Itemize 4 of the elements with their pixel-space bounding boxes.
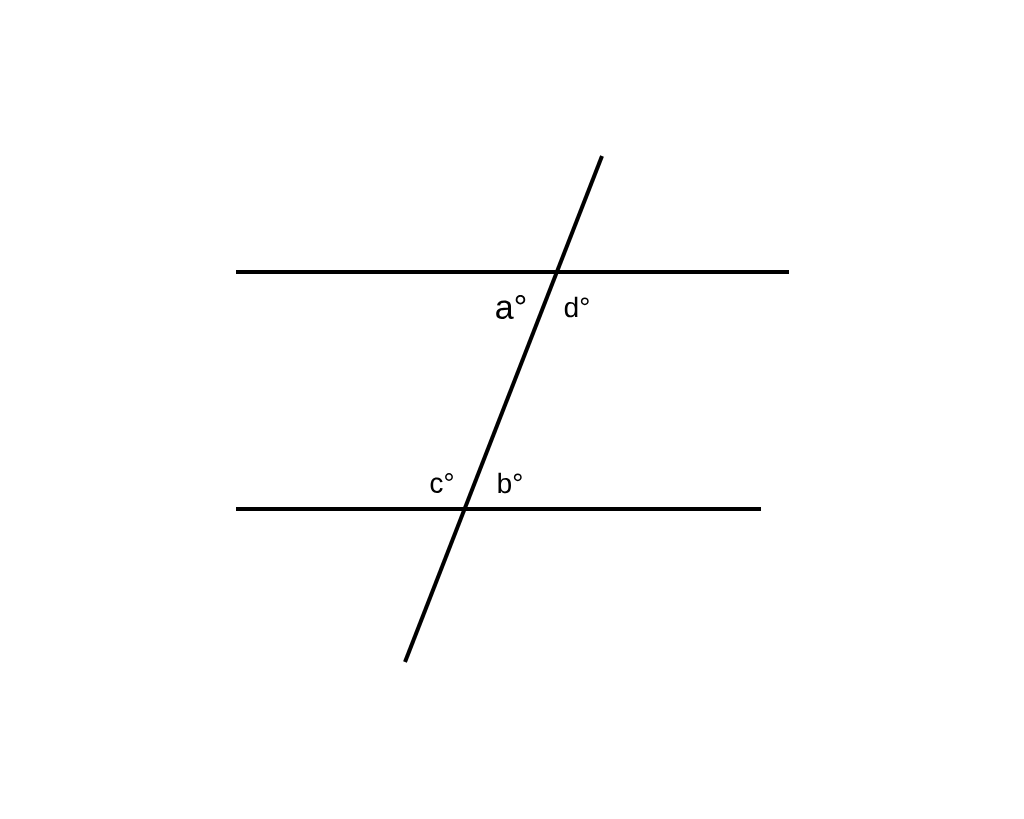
- angle-label: b°: [498, 472, 522, 494]
- angle-label: c°: [430, 473, 453, 493]
- angle-label: d°: [564, 296, 589, 318]
- angle-label: a°: [496, 294, 526, 320]
